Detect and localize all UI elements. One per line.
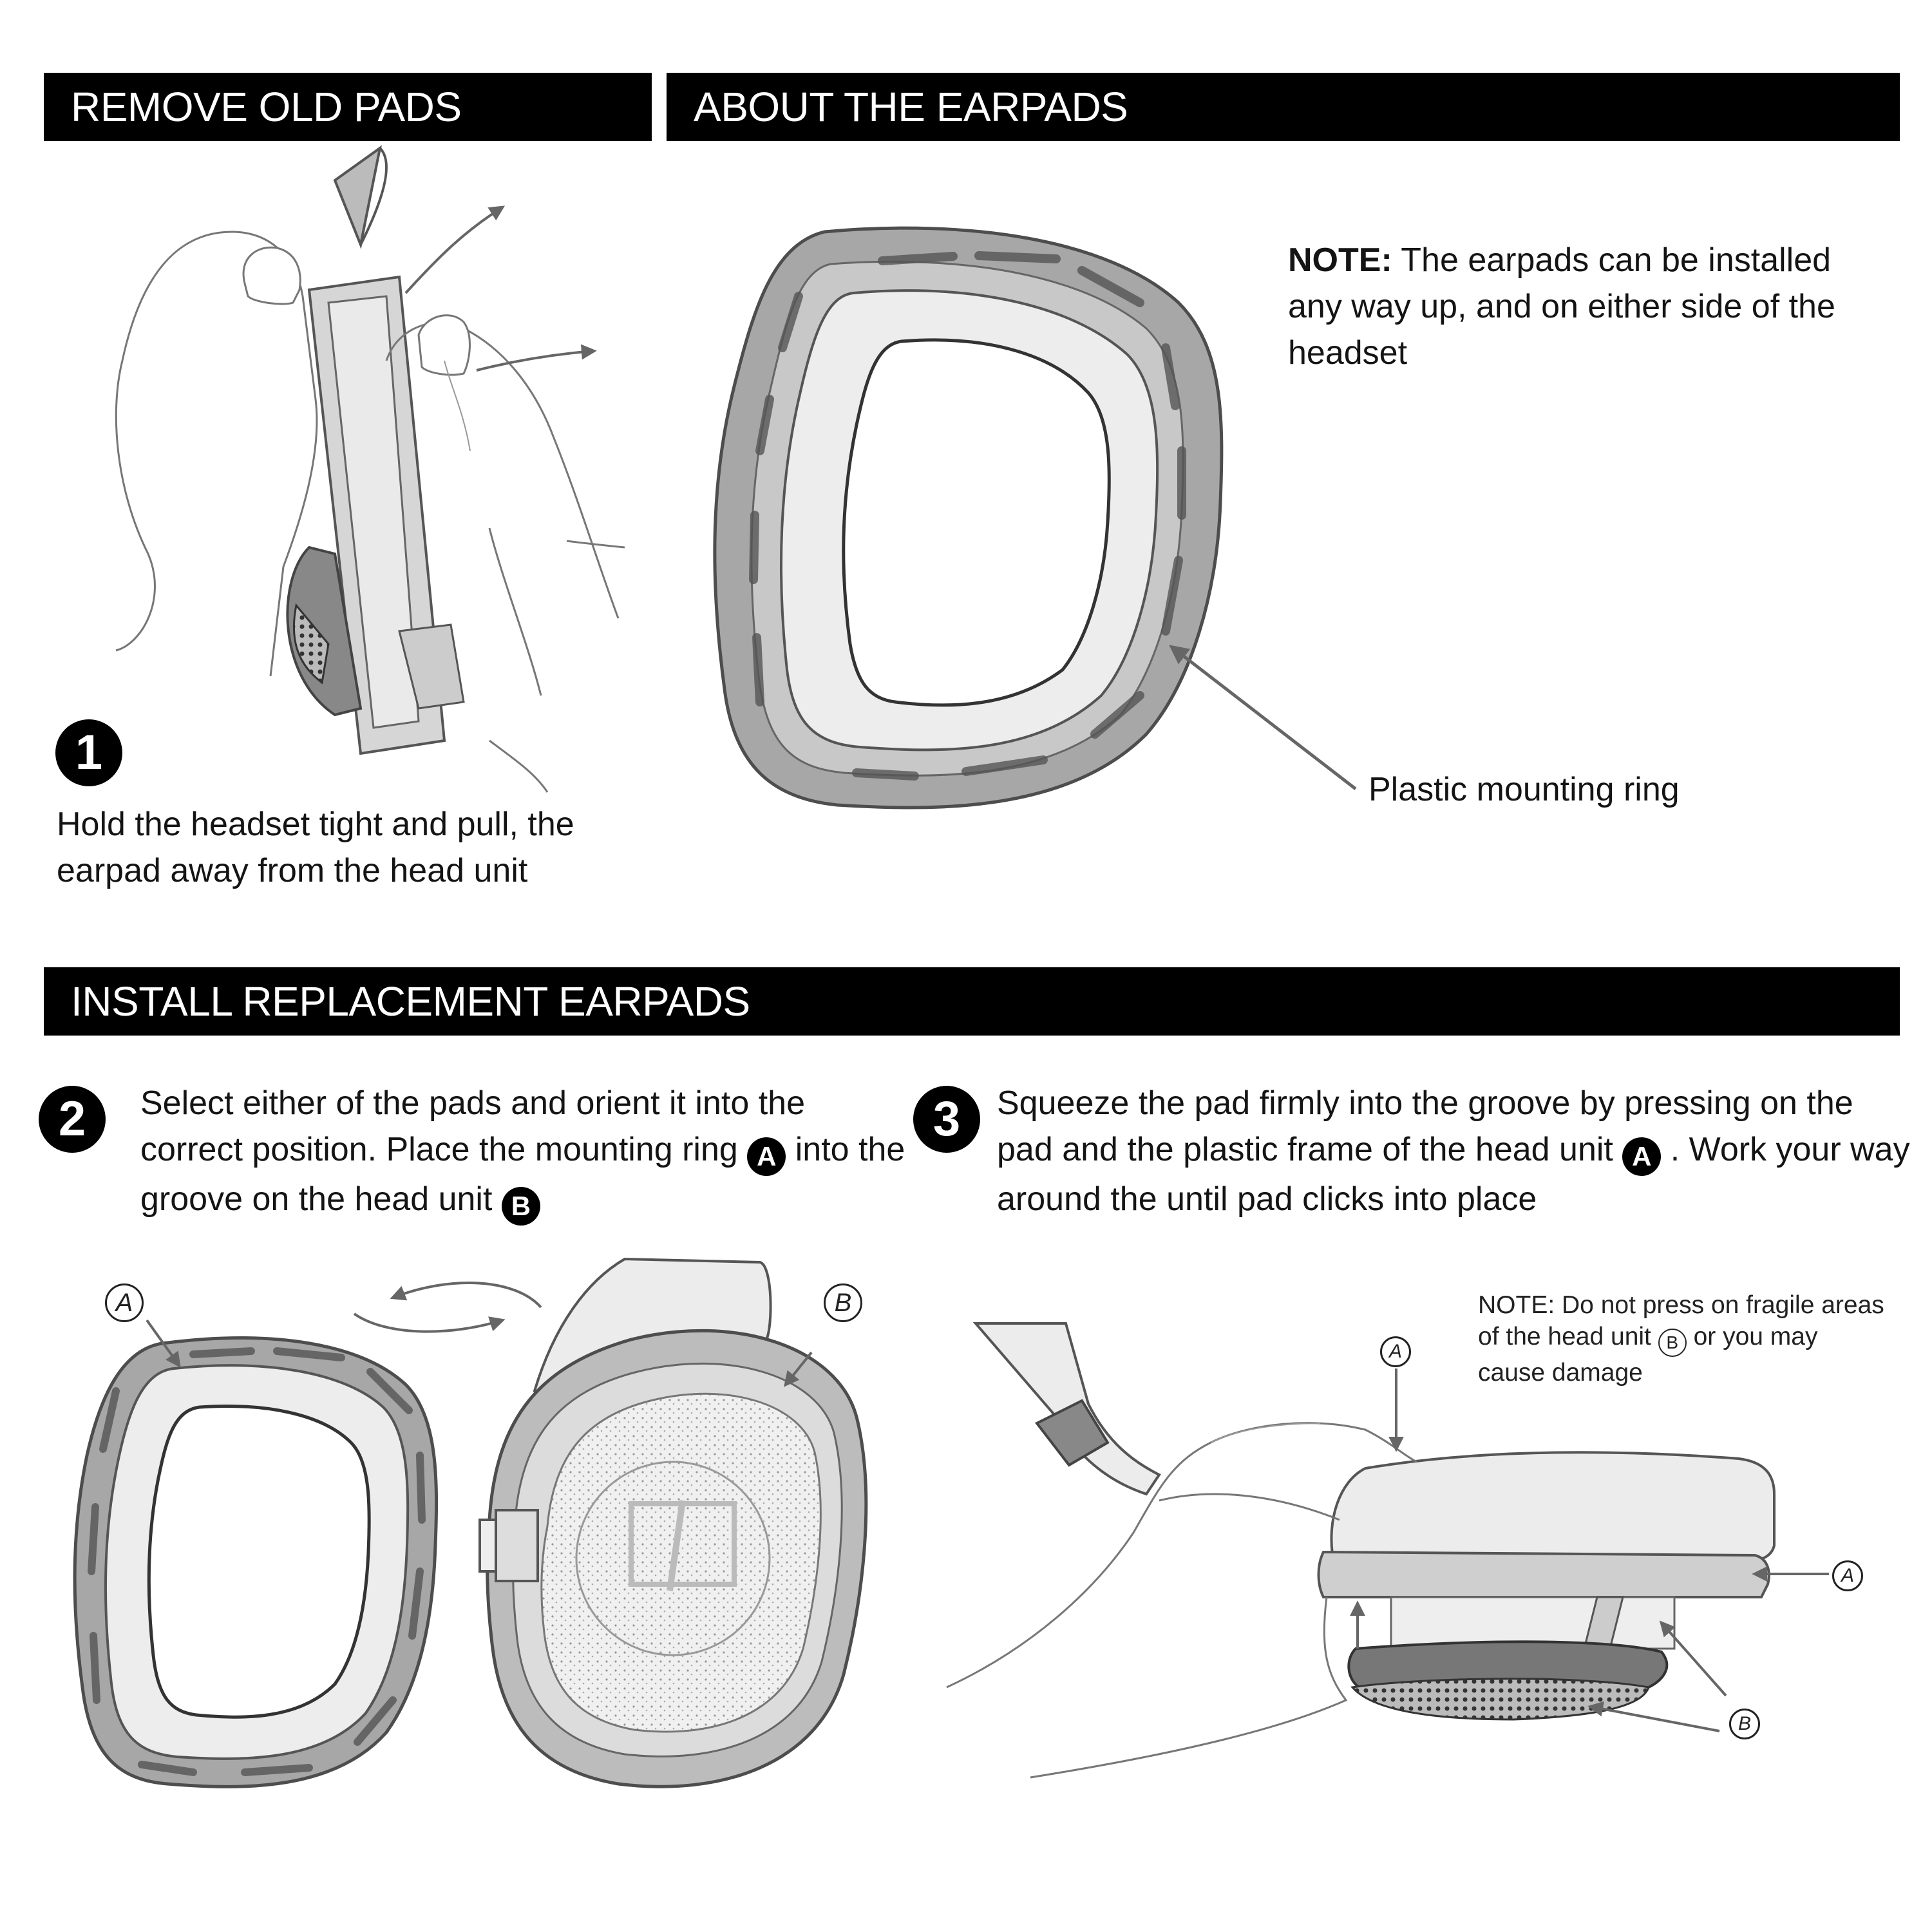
section-header-install-replacement-earpads: INSTALL REPLACEMENT EARPADS [44,967,1900,1036]
step-1-badge: 1 [55,719,122,786]
callout-b-head-unit: B [824,1283,862,1322]
earpad-left-illustration [73,1319,439,1788]
mounting-ring-label: Plastic mounting ring [1368,771,1680,808]
callout-a-frame: A [1832,1560,1863,1591]
callout-a-pad-top: A [1380,1336,1411,1367]
step-3-text: Squeeze the pad firmly into the groove b… [997,1080,1911,1222]
warning-text-part-a: NOTE: Do not press on fragile areas of t… [1478,1291,1884,1350]
note-text: The earpads can be installed any way up,… [1288,242,1835,372]
step-2-text-part-a: Select either of the pads and orient it … [140,1084,806,1168]
step-2-text-part-b: into the groove on the head unit [140,1131,905,1218]
step-3-text-part-b: . Work your way around the until pad cli… [997,1131,1910,1218]
section-header-remove-old-pads: REMOVE OLD PADS [44,73,652,141]
warning-marker-b: B [1658,1329,1687,1357]
earpad-top-illustration [713,226,1357,810]
earpad-orientation-note: NOTE: The earpads can be installed any w… [1288,237,1893,376]
callout-b-grille: B [1729,1709,1760,1739]
head-unit-illustration [478,1257,868,1788]
marker-b-badge: B [501,1187,540,1226]
marker-a-badge-step3: A [1622,1137,1662,1176]
step-1-text: Hold the headset tight and pull, the ear… [57,806,574,889]
callout-a-earpad: A [105,1283,144,1322]
rotate-arrow-illustration [353,1282,542,1333]
note-label: NOTE: [1288,242,1392,279]
marker-a-badge: A [747,1137,786,1176]
hands-pulling-earpad-illustration [115,145,625,793]
warning-text-part-b: or you may cause damage [1478,1323,1818,1387]
step-2-badge: 2 [39,1086,106,1153]
section-header-about-earpads: ABOUT THE EARPADS [667,73,1900,141]
step-2-text: Select either of the pads and orient it … [140,1080,913,1226]
pressing-earpad-illustration [946,1322,1829,1779]
step-3-text-part-a: Squeeze the pad firmly into the groove b… [997,1084,1853,1168]
step-3-badge: 3 [913,1086,980,1153]
fragile-areas-warning: NOTE: Do not press on fragile areas of t… [1478,1289,1890,1388]
